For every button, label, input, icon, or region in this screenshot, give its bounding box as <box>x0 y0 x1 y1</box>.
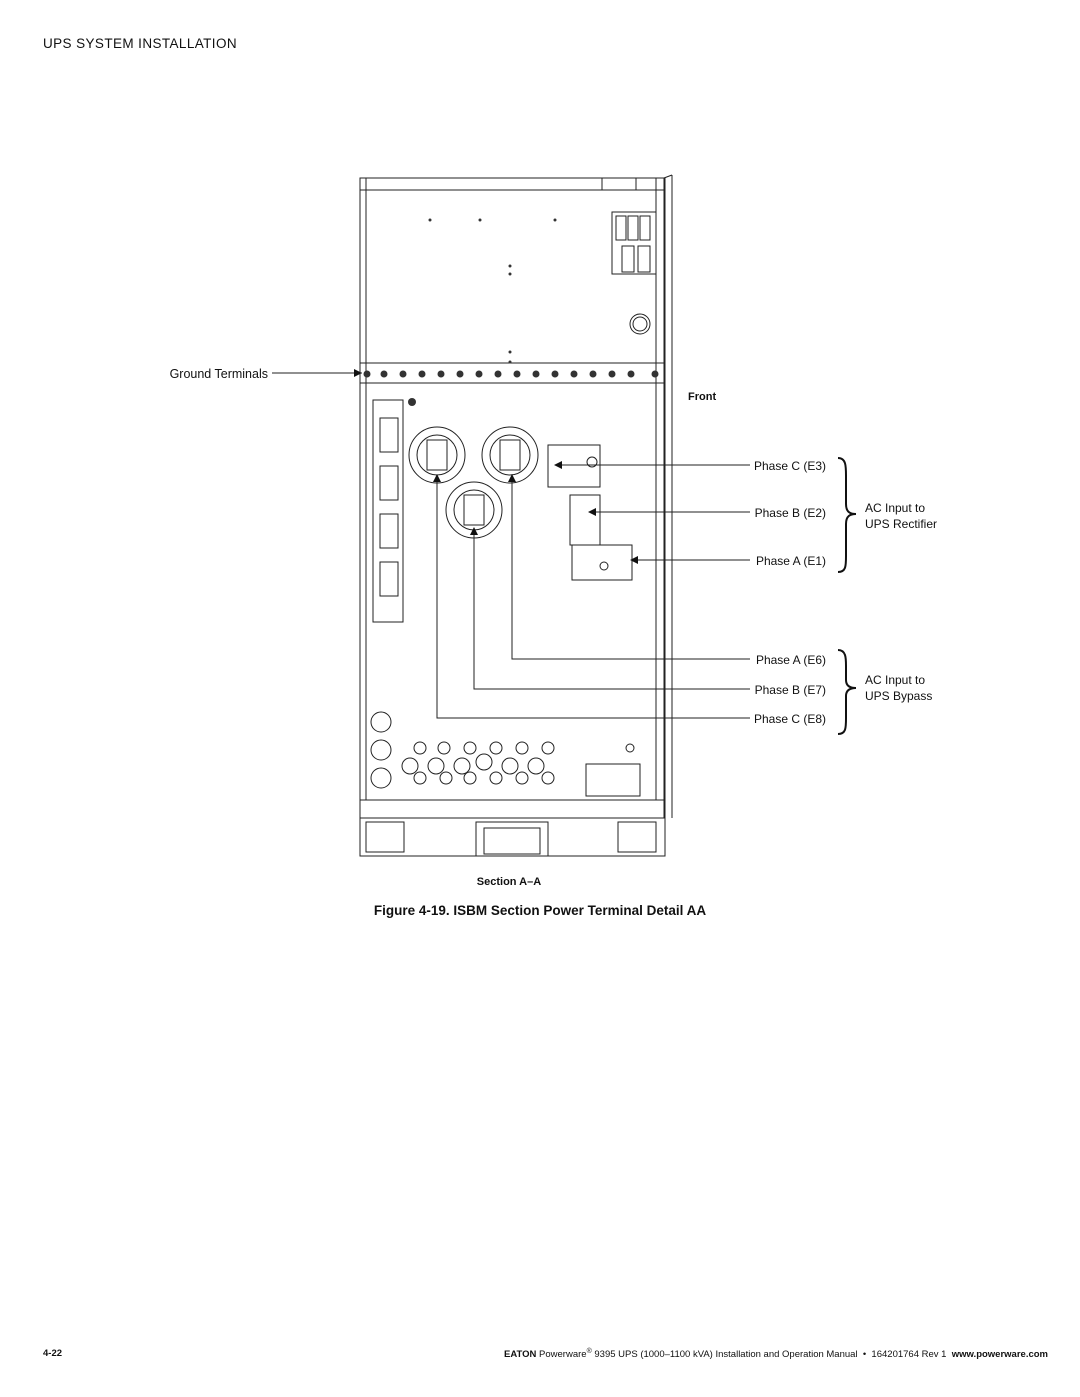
rectifier-terminal-a <box>571 544 633 581</box>
phase-a-e6-label: Phase A (E6) <box>756 653 826 667</box>
ac-input-bypass-line2: UPS Bypass <box>865 689 932 703</box>
rectifier-brace <box>837 457 857 573</box>
rectifier-terminal-b <box>569 494 601 546</box>
bypass-terminal-a <box>481 426 539 484</box>
ac-input-bypass-line1: AC Input to <box>865 673 925 687</box>
front-label: Front <box>688 391 716 403</box>
ground-terminals-label: Ground Terminals <box>170 367 268 381</box>
foot-right <box>617 821 657 853</box>
ac-input-rectifier-line1: AC Input to <box>865 501 925 515</box>
ac-input-rectifier-line2: UPS Rectifier <box>865 517 937 531</box>
footer-manual: 9395 UPS (1000–1100 kVA) Installation an… <box>591 1349 952 1361</box>
foot-left <box>365 821 405 853</box>
phase-b-e2-label: Phase B (E2) <box>755 506 826 520</box>
page-number: 4-22 <box>43 1348 63 1359</box>
left-terminal-strip <box>372 399 404 623</box>
footer-product: Powerware <box>539 1349 587 1361</box>
phase-a-e1-label: Phase A (E1) <box>756 554 826 568</box>
phase-b-e7-leader <box>473 530 750 690</box>
rectifier-terminal-c <box>547 444 601 488</box>
footer-brand: EATON <box>504 1349 537 1361</box>
footer-registered: ® <box>586 1348 592 1355</box>
bypass-brace <box>837 649 857 735</box>
section-label: Section A–A <box>476 876 542 888</box>
phase-a-e6-leader <box>511 478 750 660</box>
section-header: UPS SYSTEM INSTALLATION <box>43 36 237 51</box>
figure-caption: Figure 4-19. ISBM Section Power Terminal… <box>373 903 707 918</box>
phase-c-e3-label: Phase C (E3) <box>754 459 826 473</box>
footer-text: EATON Powerware® 9395 UPS (1000–1100 kVA… <box>504 1348 1048 1360</box>
footer-website: www.powerware.com <box>951 1349 1048 1361</box>
isbm-cabinet-diagram: Ground Terminals Front Phase C (E3) Phas… <box>170 174 937 857</box>
breaker-block <box>611 211 657 275</box>
phase-c-e8-label: Phase C (E8) <box>754 712 826 726</box>
phase-b-e7-label: Phase B (E7) <box>755 683 826 697</box>
phase-c-e8-leader <box>436 478 750 719</box>
foot-center <box>475 821 549 857</box>
